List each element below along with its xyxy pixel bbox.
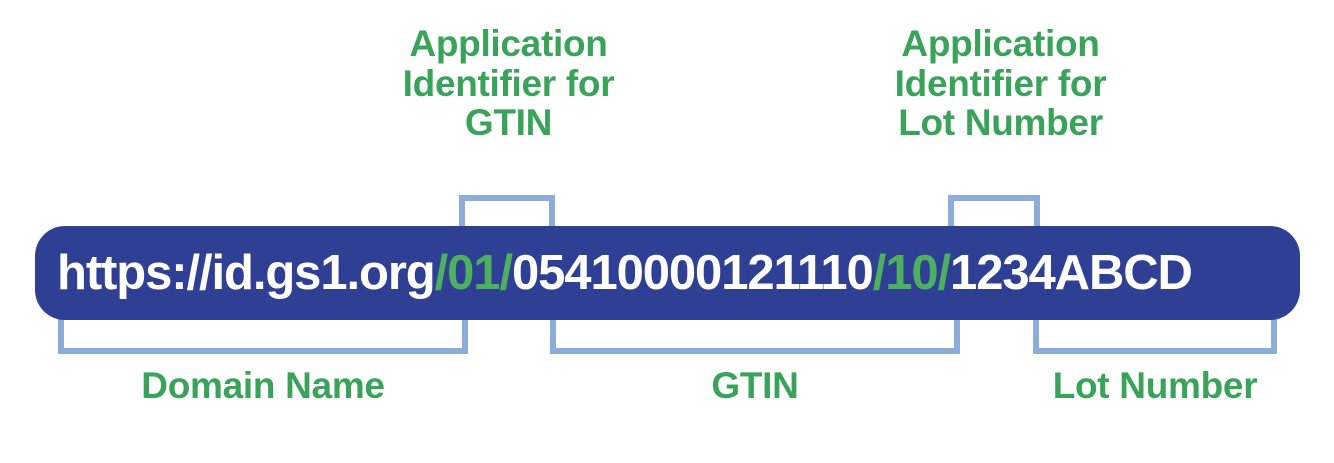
label-domain-name: Domain Name <box>141 365 385 406</box>
url-segment-ai-gtin: /01/ <box>434 245 513 300</box>
bracket-lot-number <box>1033 317 1277 354</box>
bracket-gtin <box>550 317 960 354</box>
digital-link-url-text: https://id.gs1.org/01/05410000121110/10/… <box>57 245 1193 300</box>
label-gtin: GTIN <box>711 365 799 406</box>
label-application-identifier-gtin: Application Identifier for GTIN <box>402 23 615 144</box>
url-segment-ai-lot: /10/ <box>872 245 951 300</box>
bracket-application-identifier-gtin <box>459 195 555 229</box>
url-segment-lot-number: 1234ABCD <box>950 245 1193 300</box>
bracket-application-identifier-lot-number <box>948 195 1040 229</box>
url-segment-domain: https://id.gs1.org <box>57 245 436 300</box>
label-application-identifier-lot-number: Application Identifier for Lot Number <box>894 23 1107 144</box>
bracket-domain-name <box>58 317 468 354</box>
digital-link-url-bar: https://id.gs1.org/01/05410000121110/10/… <box>35 226 1300 320</box>
label-lot-number: Lot Number <box>1052 365 1258 406</box>
url-segment-gtin: 05410000121110 <box>511 245 874 300</box>
